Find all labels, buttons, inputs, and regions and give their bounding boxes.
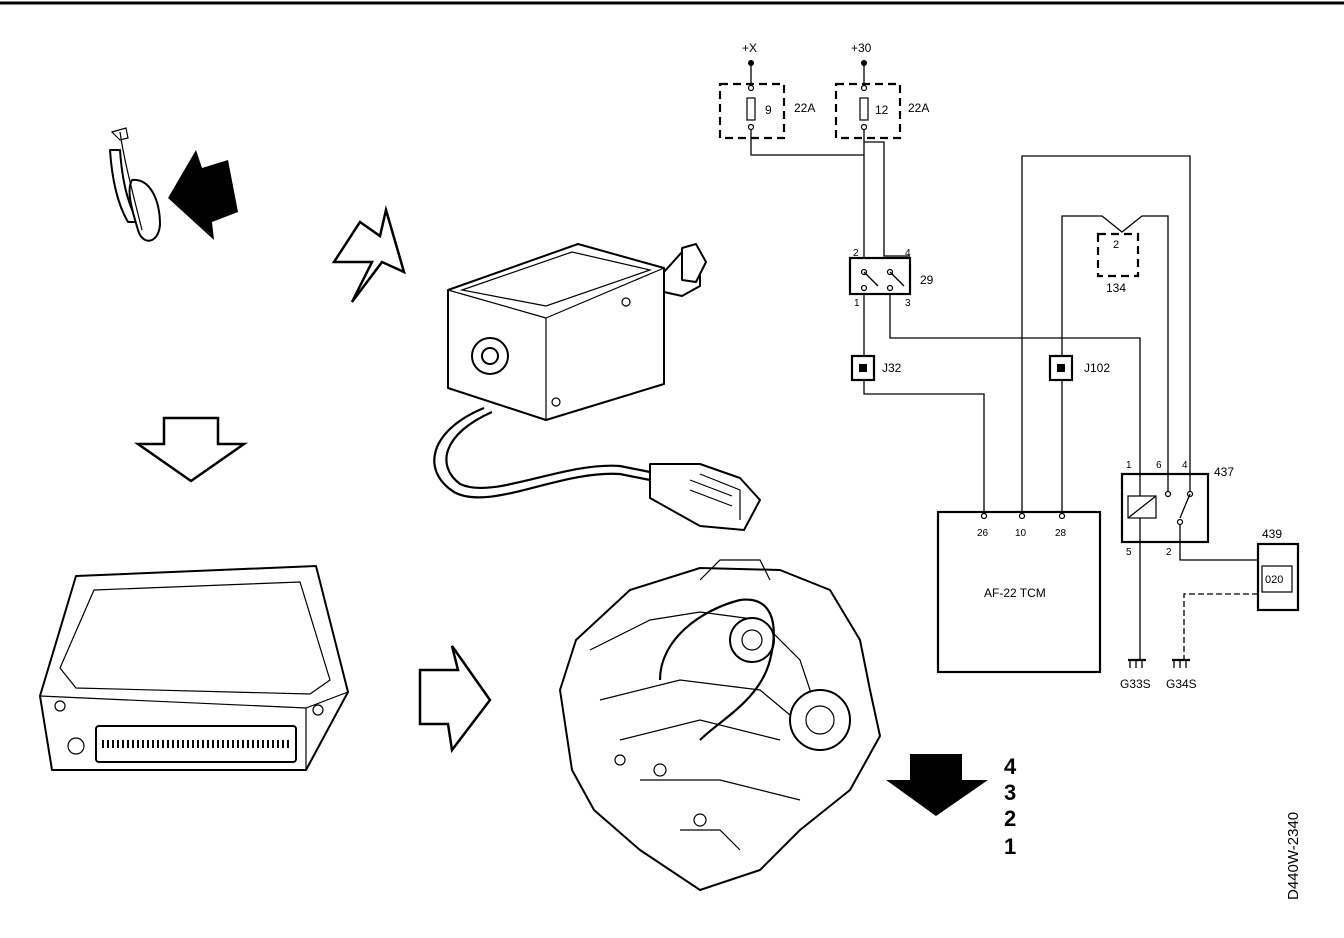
component-439: 020 439 [1256, 527, 1300, 612]
gear-3: 3 [1004, 780, 1016, 805]
fuse-9-name: 22A [794, 101, 815, 115]
document-id: D440W-2340 [1285, 812, 1302, 900]
component-134-number: 2 [1113, 239, 1119, 251]
relay-29-label: 29 [920, 273, 934, 287]
tcm-module: 26 10 28 AF-22 TCM [936, 510, 1102, 674]
fuse-12-number: 12 [875, 103, 889, 117]
transmission-illustration [559, 559, 881, 891]
fuse-9-number: 9 [765, 103, 772, 117]
tcm-title: AF-22 TCM [984, 586, 1046, 600]
ground-g33s-label: G33S [1120, 677, 1151, 691]
black-arrow-down [886, 754, 988, 816]
fuse-12: 12 22A [834, 82, 929, 140]
relay-29-pin4: 4 [905, 248, 911, 259]
hollow-arrow-transmission [418, 645, 492, 754]
supply-x-label: +X [742, 41, 757, 55]
component-134-label: 134 [1106, 281, 1126, 295]
j32-label: J32 [882, 361, 902, 375]
relay-437-pin4: 4 [1182, 460, 1188, 471]
relay-437-pin1: 1 [1126, 460, 1132, 471]
hollow-arrow-ecu [134, 416, 248, 483]
gear-2: 2 [1004, 806, 1016, 831]
gear-4: 4 [1004, 754, 1017, 779]
relay-29-pin3: 3 [905, 298, 911, 309]
component-439-inner: 020 [1265, 574, 1283, 586]
relay-437: 1 6 4 5 2 437 [1120, 460, 1234, 558]
junction-j102 [1048, 354, 1074, 382]
relay-29-pin1: 1 [854, 298, 860, 309]
selector-lever-illustration [109, 127, 161, 242]
component-439-label: 439 [1262, 527, 1282, 541]
relay-29-pin2: 2 [853, 248, 859, 259]
tcm-pin-28: 28 [1055, 528, 1067, 539]
fuse-9: 9 22A [718, 82, 815, 140]
hollow-arrow-solenoid [331, 205, 406, 303]
tcm-pin-26: 26 [977, 528, 989, 539]
relay-437-label: 437 [1214, 465, 1234, 479]
ground-g34s-label: G34S [1166, 677, 1197, 691]
junction-j32 [850, 354, 876, 382]
relay-29: 2 4 1 3 29 [848, 248, 934, 309]
gear-1: 1 [1004, 834, 1016, 859]
relay-437-pin2: 2 [1166, 547, 1172, 558]
supply-30-label: +30 [851, 41, 872, 55]
ground-g33s: G33S [1120, 658, 1151, 691]
ground-g34s: G34S [1166, 658, 1197, 691]
fuse-12-name: 22A [908, 101, 929, 115]
tcm-pin-10: 10 [1015, 528, 1027, 539]
ecu-module-illustration [39, 565, 349, 771]
solenoid-illustration [433, 243, 761, 531]
relay-437-pin6: 6 [1156, 460, 1162, 471]
black-arrow-lever [168, 150, 238, 240]
component-134: 2 134 [1061, 215, 1169, 474]
j102-label: J102 [1084, 361, 1110, 375]
relay-437-pin5: 5 [1126, 547, 1132, 558]
